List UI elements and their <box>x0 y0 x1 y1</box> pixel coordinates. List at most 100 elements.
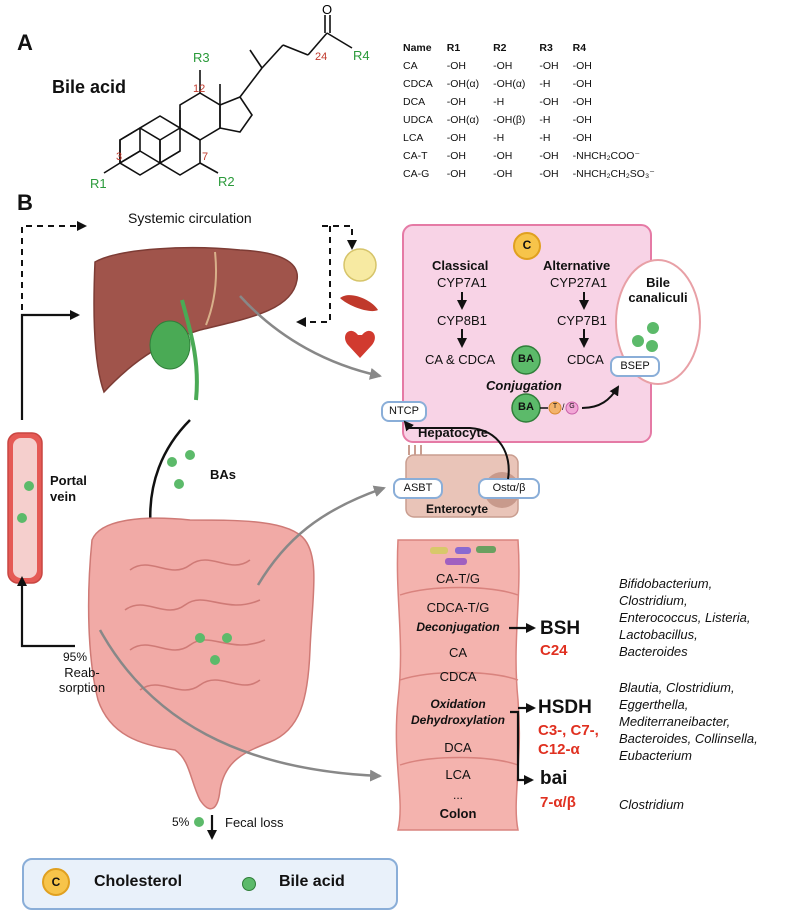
colon-ellipsis: ... <box>452 788 463 802</box>
table-cell: -OH(α) <box>446 114 480 126</box>
table-cell: -OH <box>446 132 467 144</box>
table-header: R1 <box>446 42 461 54</box>
bacteria-name: Bacteroides <box>619 644 688 659</box>
colon-dehydroxylation: Dehydroxylation <box>410 713 506 727</box>
bile-canaliculi <box>615 259 701 385</box>
legend-box: C Cholesterol Bile acid <box>22 858 398 910</box>
table-row: CDCA-OH(α)-OH(α)-H-OH <box>403 78 669 96</box>
cyp7a1-label: CYP7A1 <box>437 275 487 290</box>
cyp8b1-label: CYP8B1 <box>437 313 487 328</box>
hsdh-site-line: C3-, C7-, <box>538 722 599 739</box>
table-cell: -OH <box>539 150 559 162</box>
heart-icon <box>345 330 375 358</box>
table-cell: -OH <box>572 114 592 126</box>
colon-cdca: CDCA <box>439 669 477 684</box>
bile-duct <box>180 299 199 401</box>
r1-label: R1 <box>90 176 107 191</box>
bai-site-label: 7-α/β <box>540 794 576 811</box>
colon-lca: LCA <box>445 767 471 782</box>
table-cell: -NHCH₂COO⁻ <box>572 150 641 162</box>
gallbladder <box>149 320 191 370</box>
panel-b-letter: B <box>17 190 33 215</box>
colon-ca: CA <box>448 645 468 660</box>
bile-acid-dot <box>174 479 184 489</box>
table-cell: -H <box>539 114 551 126</box>
portal-to-liver-arrow <box>20 310 80 420</box>
portal-vein-label: Portal vein <box>50 473 87 504</box>
bile-acid-dot <box>195 633 205 643</box>
reabsorption-percent: 95% <box>63 650 88 664</box>
bacteria-icon <box>445 558 467 565</box>
legend-cholesterol-icon: C <box>42 868 70 896</box>
bacteria-name: Clostridium, <box>619 593 688 608</box>
bacteria-icon <box>476 546 496 553</box>
ntcp-label: NTCP <box>389 405 419 417</box>
table-cell: -OH(β) <box>493 114 526 126</box>
bacteria-name: Lactobacillus, <box>619 627 698 642</box>
table-row: UDCA -OH(α) -OH(β) -H -OH <box>403 114 669 132</box>
asbt-transporter <box>393 478 443 499</box>
bsh-site-label: C24 <box>540 642 568 659</box>
table-cell: DCA <box>403 96 426 108</box>
table-cell: LCA <box>403 132 424 144</box>
muscle-icon <box>340 295 378 312</box>
cholesterol-badge-label: C <box>522 238 532 252</box>
conjugation-label: Conjugation <box>486 378 562 393</box>
bacteria-name: Eggerthella, <box>619 697 689 712</box>
table-cell: -H <box>493 132 505 144</box>
table-cell: -H <box>493 96 505 108</box>
bacteria-name: Clostridium <box>619 797 685 812</box>
fecal-percent: 5% <box>172 815 190 829</box>
table-cell: -OH <box>446 96 467 108</box>
table-row: LCA-OH-H-H-OH <box>403 132 669 150</box>
liver-to-hepatocyte-arrow <box>239 295 382 380</box>
taurine-label: T <box>552 403 558 410</box>
legend-bile-acid-icon <box>242 877 256 891</box>
table-cell: -OH <box>446 150 467 162</box>
liver <box>93 246 298 394</box>
bile-acid-title: Bile acid <box>52 77 127 97</box>
table-row: CA-G-OH-OH-OH-NHCH₂CH₂SO₃⁻ <box>403 168 669 186</box>
bile-acid-dot <box>24 481 34 491</box>
bacteria-name: Bacteroides, Collinsella, <box>619 731 758 746</box>
conjugate-slash: / <box>562 402 565 412</box>
adipose-icon <box>343 248 377 282</box>
table-cell: -OH <box>539 60 559 72</box>
table-cell: UDCA <box>403 114 433 126</box>
ca-cdca-label: CA & CDCA <box>425 352 496 367</box>
bai-enzyme-label: bai <box>540 768 568 789</box>
bile-canaliculi-label: Bile canaliculi <box>628 275 688 305</box>
table-cell: -OH <box>572 96 592 108</box>
bile-acid-dot <box>646 340 658 352</box>
bile-acid-dot <box>632 335 644 347</box>
table-header-row: Name R1 R2 R3 R4 <box>403 42 669 60</box>
hsdh-site-label: C3-, C7-, C12-α <box>538 721 599 759</box>
panel-a-letter: A <box>17 30 33 55</box>
glycine-badge <box>565 401 579 415</box>
table-cell: CA-G <box>403 168 430 180</box>
bacteria-name: Mediterraneibacter, <box>619 714 731 729</box>
bile-acid-dot <box>167 457 177 467</box>
ba-label: BA <box>518 353 534 365</box>
taurine-badge <box>548 401 562 415</box>
cyp7b1-label: CYP7B1 <box>557 313 607 328</box>
hsdh-enzyme-label: HSDH <box>538 697 592 718</box>
bacteria-name: Enterococcus, Listeria, <box>619 610 751 625</box>
colon-dca: DCA <box>444 740 472 755</box>
table-row: DCA-OH-H-OH-OH <box>403 96 669 114</box>
hsdh-bacteria-list: Blautia, Clostridium, Eggerthella, Medit… <box>619 679 758 764</box>
bai-arrow <box>510 710 534 785</box>
liver-ligament <box>205 251 217 326</box>
bile-acid-dot <box>222 633 232 643</box>
table-header: R2 <box>493 42 507 54</box>
hepatocyte-label: Hepatocyte <box>418 425 489 440</box>
reabsorption-arrow <box>17 576 75 648</box>
ba-conjugated-label: BA <box>518 401 534 413</box>
table-header: R3 <box>539 42 553 54</box>
colon-ca-tg: CA-T/G <box>435 571 481 586</box>
glycine-label: G <box>569 403 575 410</box>
r4-label: R4 <box>353 48 370 63</box>
bile-acid-dot <box>210 655 220 665</box>
classical-pathway-label: Classical <box>432 258 489 273</box>
